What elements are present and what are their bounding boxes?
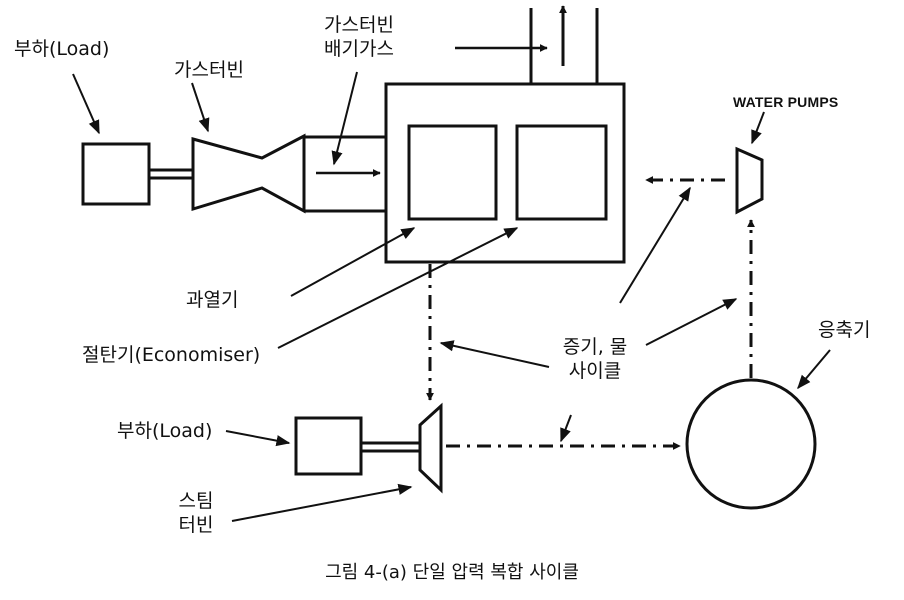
pointer-condenser [797,349,831,390]
label-load-top: 부하(Load) [14,38,110,60]
economiser-box [515,124,608,221]
label-condenser: 응축기 [818,319,871,341]
label-steam-water-line1: 증기, 물 [562,336,628,358]
pointer-cycle-upper [619,186,691,304]
load-bottom-box [294,416,363,476]
pointer-load-top [72,73,100,135]
gas-turbine-shape [191,133,306,214]
label-gas-exhaust-line2: 배기가스 [324,38,394,60]
pointer-load-bottom [225,430,291,447]
pointer-water-pumps [751,111,765,145]
condenser-circle [685,378,817,510]
label-load-bottom: 부하(Load) [117,420,213,442]
water-pump-shape [735,146,764,215]
pointer-superheater [290,227,416,297]
label-gas-turbine: 가스터빈 [174,59,244,81]
steam-turbine-shape [418,402,443,494]
label-steam-turbine-line1: 스팀 [178,490,214,512]
pointer-steam-turbine [231,483,413,522]
load-top-box [81,142,151,206]
label-steam-turbine-line2: 터빈 [178,514,214,536]
pointer-cycle-right [645,298,738,346]
label-steam-water-line2: 사이클 [568,360,622,382]
label-superheater: 과열기 [186,289,239,311]
pointer-cycle-bottom [560,414,572,443]
pointer-gas-turbine [191,82,210,133]
label-gas-exhaust-line1: 가스터빈 [324,14,394,36]
figure-caption: 그림 4-(a) 단일 압력 복합 사이클 [325,562,579,583]
pointer-cycle-left [439,340,550,368]
pointer-economiser [277,227,519,349]
superheater-box [407,124,498,221]
pointer-exhaust-gas [331,71,358,166]
label-water-pumps: WATER PUMPS [733,94,839,110]
hrsg-box [384,82,626,264]
label-economiser: 절탄기(Economiser) [82,344,261,366]
